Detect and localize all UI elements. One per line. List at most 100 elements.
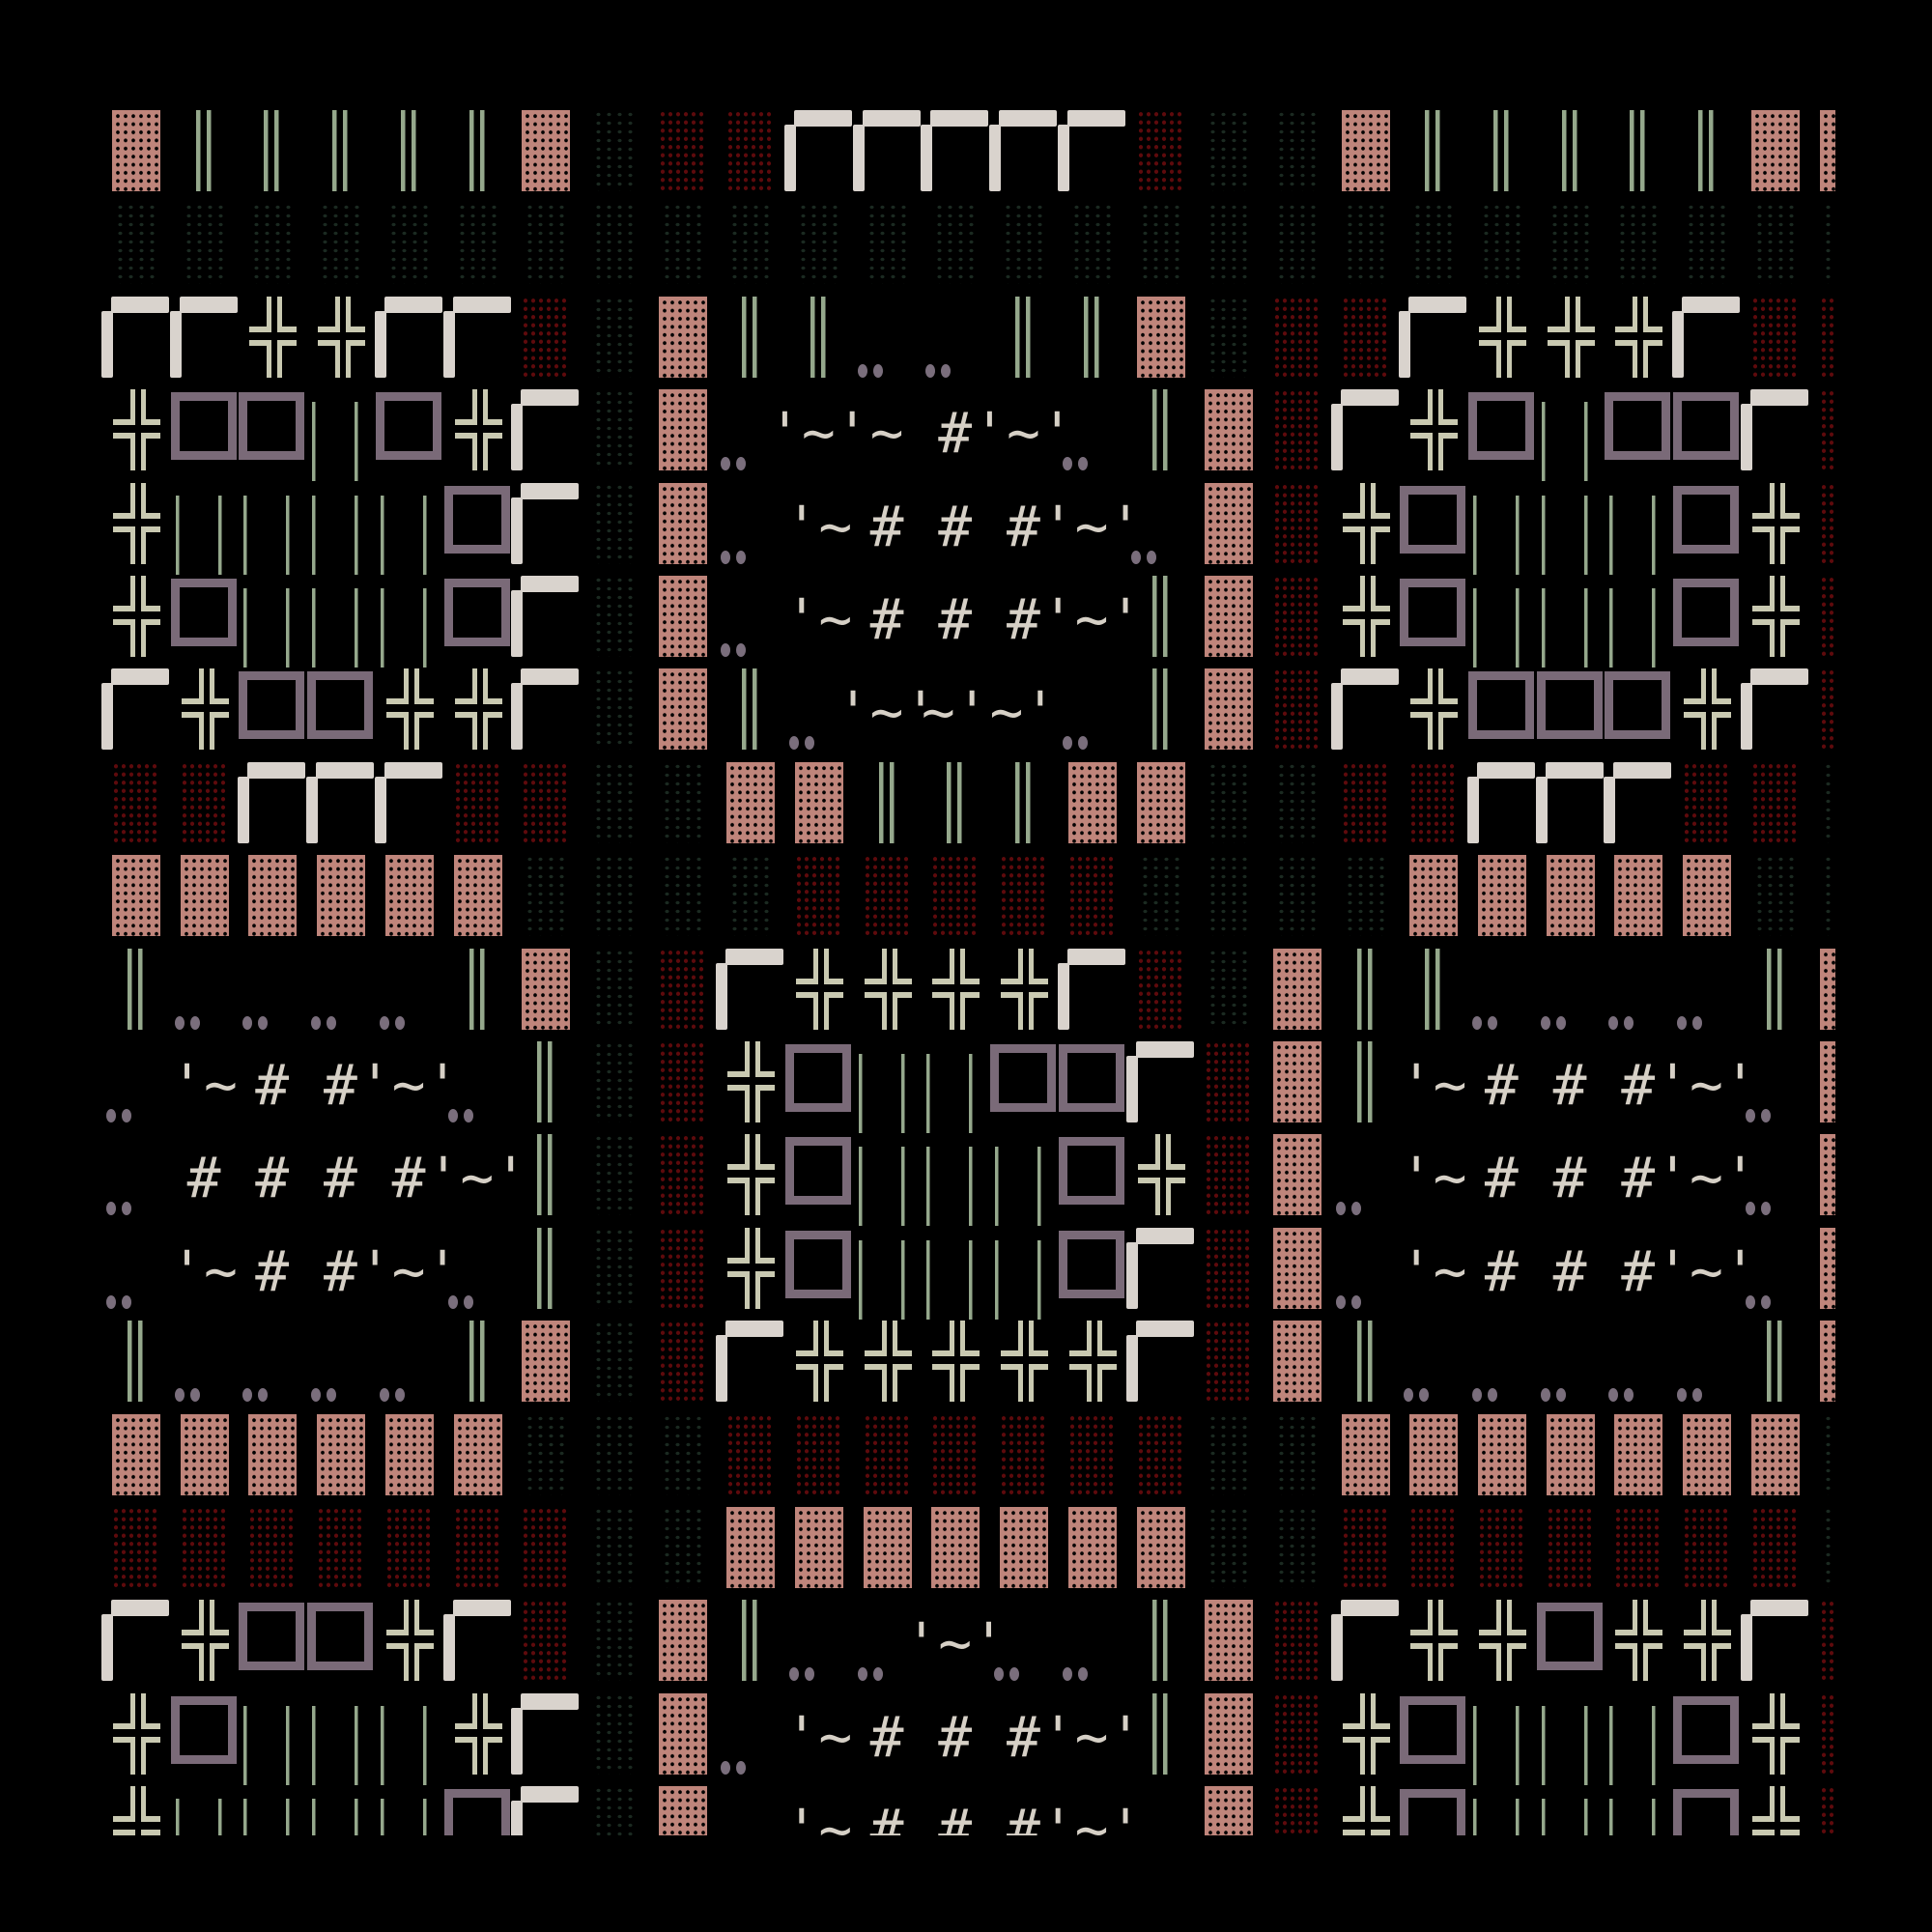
red-dot-pattern-tile [853,1406,922,1498]
pink-pattern [658,482,707,564]
pink-dotted-block-tile [1809,940,1835,1033]
green-pattern [1208,761,1251,843]
double-vertical-bar-icon [1604,101,1672,194]
red-pattern [726,110,776,191]
double-vertical-bar-icon [101,940,170,1033]
green-pattern [1139,203,1182,285]
glyph-text: # [1621,1052,1656,1118]
green-dot-pattern-tile [580,1125,648,1218]
pink-dotted-block-tile [1126,753,1195,846]
box-outline-icon [1672,474,1741,567]
double-vertical-bar-icon [1672,101,1741,194]
red-dot-pattern-tile [1331,1498,1400,1591]
box-outline-icon [170,567,239,660]
double-vertical-bar-icon [1331,1033,1400,1125]
red-dot-pattern-tile [238,1498,306,1591]
red-dot-pattern-tile [1058,1406,1126,1498]
pink-dotted-block-tile [1604,846,1672,939]
green-pattern [1208,296,1251,378]
double-cross-icon [716,1219,784,1312]
pink-pattern [453,855,502,937]
thin-line-pair-icon [1604,1685,1672,1785]
two-dots-icon [1536,940,1605,1033]
corner-bracket-icon [511,1685,580,1777]
two-dots-icon [1331,1125,1400,1218]
glyph-text: '~' [1656,1052,1757,1118]
pink-pattern [1819,110,1835,191]
green-dot-pattern-tile [1194,194,1263,287]
red-dot-pattern-tile [1467,1498,1536,1591]
glyph-text: ~ [869,400,904,467]
red-pattern [1819,1786,1835,1835]
green-pattern [661,1507,704,1588]
pink-dotted-block-tile [1809,1312,1835,1405]
pink-pattern [1272,1227,1321,1309]
green-pattern [1275,203,1319,285]
double-cross-icon [101,474,170,567]
pink-dotted-block-tile [238,846,306,939]
red-dot-pattern-tile [1672,753,1741,846]
red-pattern [1819,296,1835,378]
corner-bracket-icon [921,101,989,194]
box-outline [170,1695,237,1764]
box-outline [785,1230,851,1298]
double-cross-icon [1672,1591,1741,1684]
double-cross-icon [1467,288,1536,381]
two-dots-icon [853,288,922,381]
pink-pattern [1341,1413,1390,1495]
double-vertical-bar-icon [511,1033,580,1125]
double-cross-icon [1331,1777,1400,1835]
double-vertical-bar-icon [1467,101,1536,194]
green-pattern [1208,110,1251,191]
pink-pattern [1205,482,1254,564]
pink-pattern [658,1600,707,1682]
red-pattern [180,1507,229,1588]
double-cross-icon [170,660,239,753]
two-dots-icon [375,1312,443,1405]
green-pattern [387,203,431,285]
box-outline [1400,579,1466,646]
pink-dotted-block-tile [1263,940,1331,1033]
red-pattern [1272,668,1321,751]
green-pattern [1617,203,1661,285]
pink-dotted-block-tile [1263,1033,1331,1125]
pink-pattern [248,855,298,937]
pink-dotted-block-tile [784,1498,853,1591]
pink-dotted-block-tile [648,474,717,567]
thin-line-pair-icon [306,1777,375,1835]
double-cross-icon [1741,1685,1809,1777]
red-pattern [1067,1413,1117,1495]
green-pattern [592,668,636,751]
corner-bracket-icon [1467,753,1536,846]
double-cross-icon [1741,474,1809,567]
double-vertical-bar-icon [1126,660,1195,753]
red-dot-pattern-tile [375,1498,443,1591]
double-vertical-bar-icon [1058,288,1126,381]
double-vertical-bar-icon [443,940,512,1033]
corner-bracket-icon [374,288,443,381]
red-dot-pattern-tile [1809,288,1835,381]
pink-pattern [1341,110,1390,191]
box-outline [307,671,374,740]
pink-dotted-block-tile [1809,1125,1835,1218]
red-dot-pattern-tile [648,1125,717,1218]
green-pattern [251,203,295,285]
red-pattern [1409,1507,1459,1588]
red-dot-pattern-tile [1809,567,1835,660]
thin-line-pair-icon [1604,474,1672,575]
corner-bracket-icon [1740,381,1809,473]
pink-dotted-block-tile [1194,381,1263,473]
green-dot-pattern-tile [580,1312,648,1405]
two-dots-icon [375,940,443,1033]
pink-dotted-block-tile [1809,1219,1835,1312]
thin-line-pair-icon [375,1685,443,1785]
green-dot-pattern-tile [580,567,648,660]
green-pattern [1275,761,1319,843]
double-cross-icon [1331,567,1400,660]
box-outline [239,1603,305,1671]
pink-pattern [1614,1413,1663,1495]
glyph-tile: # [989,1685,1058,1777]
double-cross-icon [1331,1685,1400,1777]
two-dots-icon [1741,1219,1809,1312]
green-dot-pattern-tile [580,940,648,1033]
